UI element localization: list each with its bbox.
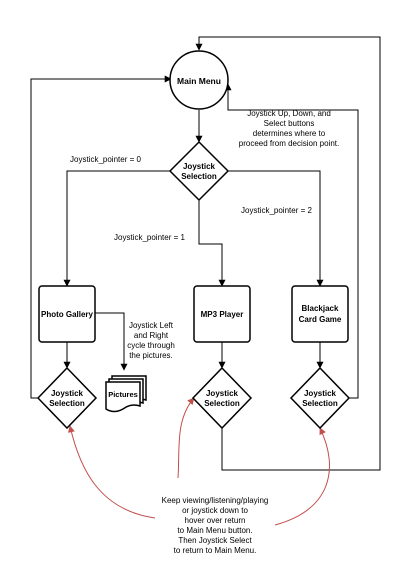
svg-text:Then Joystick Select: Then Joystick Select [178, 536, 252, 545]
svg-text:Keep viewing/listening/playing: Keep viewing/listening/playing [162, 496, 269, 505]
curve-to-mp3-selection [177, 397, 195, 479]
svg-text:Joystick Up, Down, and: Joystick Up, Down, and [247, 109, 331, 118]
node-photo-gallery: Photo Gallery [38, 285, 96, 343]
svg-text:to Main Menu button.: to Main Menu button. [177, 526, 252, 535]
svg-text:Joystick Left: Joystick Left [129, 321, 174, 330]
svg-text:cycle through: cycle through [127, 341, 175, 350]
label-pointer-0: Joystick_pointer = 0 [70, 155, 141, 164]
svg-text:Pictures: Pictures [108, 390, 138, 399]
svg-text:Select buttons: Select buttons [264, 119, 315, 128]
svg-text:Selection: Selection [49, 399, 85, 408]
svg-text:Selection: Selection [302, 399, 338, 408]
svg-text:the pictures.: the pictures. [129, 351, 173, 360]
label-pointer-1: Joystick_pointer = 1 [114, 233, 185, 242]
label-joystick-note: Joystick Up, Down, and Select buttons de… [239, 109, 340, 148]
svg-text:and Right: and Right [134, 331, 169, 340]
label-return-note: Keep viewing/listening/playing or joysti… [162, 496, 269, 555]
svg-text:Joystick: Joystick [304, 389, 337, 398]
edge-pointer-2 [228, 170, 324, 287]
label-cycle-note: Joystick Left and Right cycle through th… [127, 321, 175, 360]
node-selection-blackjack: Joystick Selection [289, 366, 351, 430]
edge-blackjack-return [224, 83, 359, 399]
node-blackjack: Blackjack Card Game [291, 285, 349, 343]
node-selection-top: Joystick Selection [168, 140, 230, 202]
svg-text:Main Menu: Main Menu [177, 76, 221, 86]
edge-pointer-1 [198, 200, 226, 287]
curve-to-blackjack-selection [274, 427, 331, 526]
node-selection-photo: Joystick Selection [36, 366, 98, 430]
svg-text:Photo Gallery: Photo Gallery [41, 310, 94, 319]
node-mp3-player: MP3 Player [193, 285, 251, 343]
edge-photo-return [30, 75, 172, 399]
svg-text:Blackjack: Blackjack [302, 304, 339, 313]
svg-text:MP3 Player: MP3 Player [201, 310, 244, 319]
edges [30, 36, 381, 471]
svg-text:or joystick down to: or joystick down to [182, 506, 248, 515]
node-selection-mp3: Joystick Selection [191, 366, 253, 430]
svg-text:Joystick: Joystick [51, 389, 84, 398]
svg-text:hover over return: hover over return [185, 516, 246, 525]
svg-text:Joystick: Joystick [206, 389, 239, 398]
svg-text:Joystick: Joystick [183, 162, 216, 171]
node-pictures: Pictures [105, 375, 147, 413]
svg-text:Selection: Selection [204, 399, 240, 408]
svg-text:proceed from decision point.: proceed from decision point. [239, 139, 340, 148]
annotation-curves [67, 397, 331, 526]
edge-pointer-0 [63, 170, 170, 287]
svg-text:determines where to: determines where to [253, 129, 326, 138]
label-pointer-2: Joystick_pointer = 2 [241, 206, 312, 215]
svg-text:Card Game: Card Game [299, 315, 342, 324]
svg-text:to return to Main Menu.: to return to Main Menu. [174, 546, 257, 555]
svg-text:Selection: Selection [181, 172, 217, 181]
edge-mp3-return [195, 36, 381, 471]
curve-to-photo-selection [67, 425, 156, 519]
node-main-menu: Main Menu [169, 50, 229, 110]
edge-photo-to-pictures [95, 312, 128, 371]
